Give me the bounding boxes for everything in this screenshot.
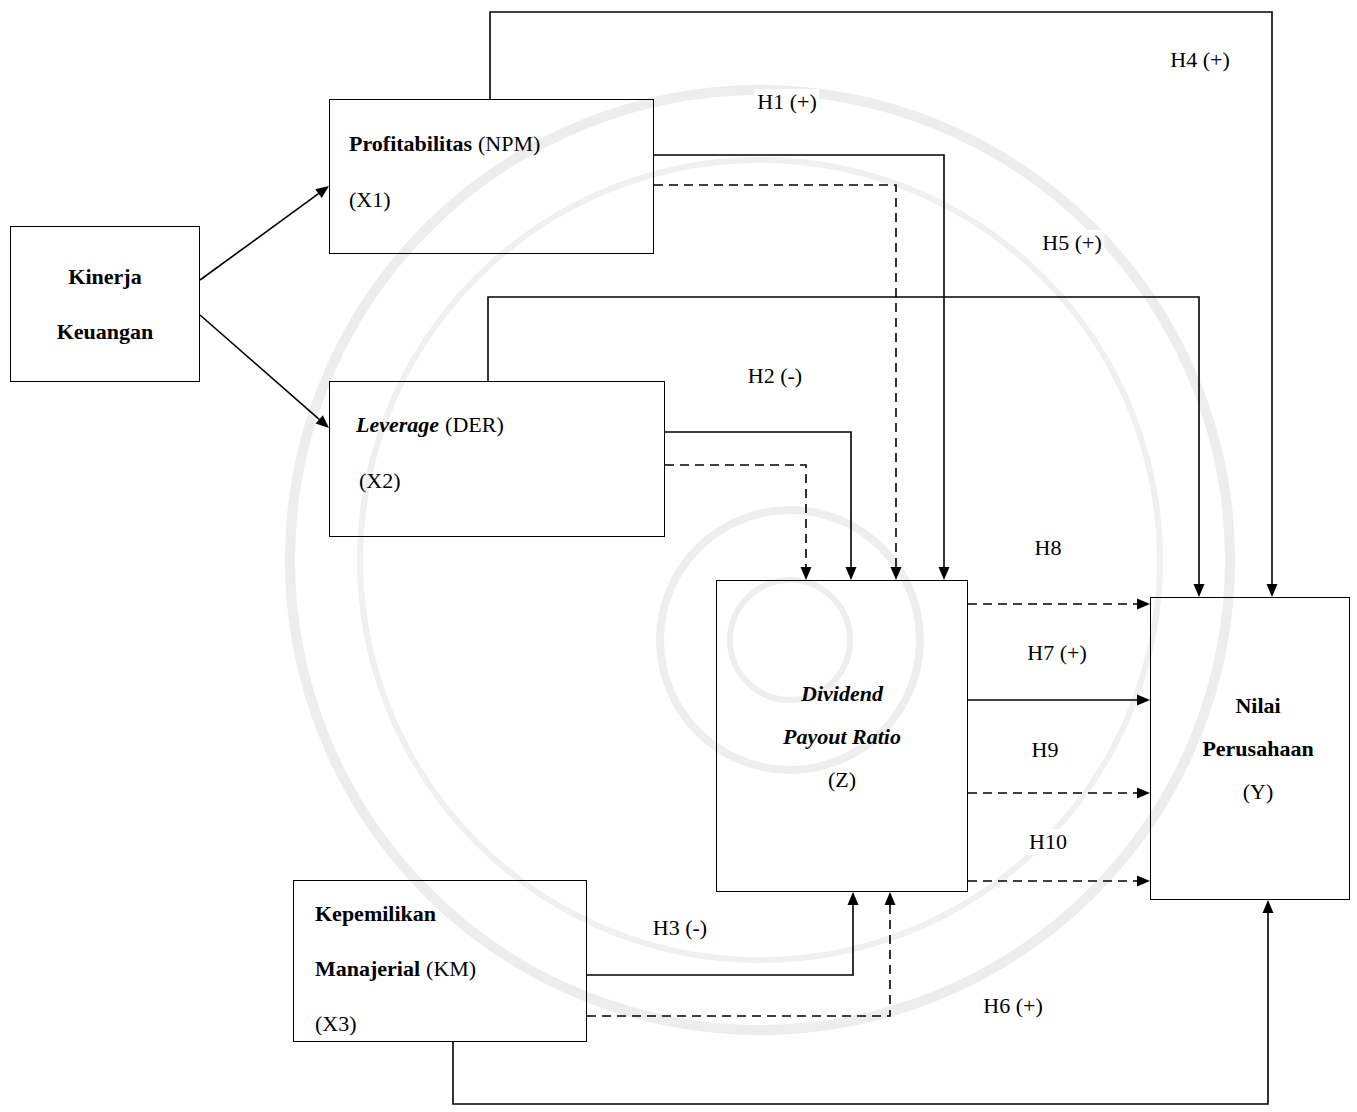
variable-box: Leverage(DER) (X2) (329, 381, 665, 537)
variable-box: Profitabilitas(NPM) (X1) (329, 99, 654, 254)
connector-line (587, 905, 853, 975)
mediator-box: Dividend Payout Ratio (Z) (716, 580, 968, 892)
arrow-connector (665, 432, 857, 580)
text-row: (Z) (828, 758, 856, 801)
box-content: Nilai Perusahaan (Y) (1151, 598, 1349, 899)
box-text: Nilai Perusahaan (1202, 693, 1313, 761)
connector-line (665, 465, 806, 567)
arrowhead (1263, 900, 1274, 913)
connector-line (968, 880, 1137, 882)
box-text: (DER) (445, 412, 504, 437)
box-text: (X2) (359, 468, 401, 493)
box-content: Profitabilitas(NPM) (X1) (330, 100, 653, 253)
text-row: (Y) (1243, 770, 1274, 813)
arrowhead (891, 567, 902, 580)
connector-line (654, 155, 944, 567)
text-row: Profitabilitas(NPM) (349, 116, 643, 172)
arrow-connector (453, 900, 1274, 1104)
box-content: Leverage(DER) (X2) (330, 382, 664, 536)
arrowhead (801, 567, 812, 580)
watermark-ring (360, 160, 1160, 960)
hypothesis-label: H10 (1026, 829, 1070, 855)
arrowhead (316, 415, 329, 428)
connector-line (665, 432, 851, 567)
hypothesis-label: H1 (+) (754, 89, 819, 115)
box-text: (Z) (828, 767, 856, 792)
hypothesis-label: H9 (1029, 737, 1062, 763)
hypothesis-label: H4 (+) (1167, 47, 1232, 73)
arrowhead (1194, 584, 1205, 597)
text-row: (X3) (315, 996, 576, 1051)
arrowhead (885, 892, 896, 905)
connector-line (200, 194, 318, 280)
hypothesis-label: H5 (+) (1039, 230, 1104, 256)
arrow-connector (200, 315, 329, 428)
arrow-connector (587, 892, 896, 1016)
connector-line (453, 913, 1268, 1104)
connector-line (654, 185, 896, 567)
box-text: (KM) (426, 956, 476, 981)
box-content: Dividend Payout Ratio (Z) (717, 581, 967, 891)
hypothesis-label: H8 (1032, 535, 1065, 561)
watermark-ring (290, 90, 1230, 1030)
connector-line (200, 315, 319, 419)
connector-line (968, 603, 1137, 605)
box-text: (Y) (1243, 779, 1274, 804)
connector-line (490, 12, 1272, 584)
arrowhead (848, 892, 859, 905)
hypothesis-label: H7 (+) (1024, 640, 1089, 666)
box-text: Profitabilitas (349, 131, 472, 156)
arrow-connector (587, 892, 859, 975)
outcome-box: Nilai Perusahaan (Y) (1150, 597, 1350, 900)
connector-line (968, 792, 1137, 794)
box-content: Kepemilikan Manajerial(KM) (X3) (294, 881, 586, 1041)
arrow-connector (654, 185, 902, 580)
arrowhead (846, 567, 857, 580)
box-text: (NPM) (478, 131, 540, 156)
connector-line (488, 297, 1199, 584)
text-row: Dividend Payout Ratio (772, 672, 912, 758)
arrow-connector (654, 155, 950, 580)
arrow-connector (968, 695, 1150, 706)
arrowhead (1267, 584, 1278, 597)
connector-line (587, 905, 890, 1016)
box-text: Kinerja Keuangan (57, 264, 154, 344)
box-text: (X3) (315, 1011, 357, 1036)
hypothesis-label: H3 (-) (650, 915, 710, 941)
arrow-connector (665, 465, 812, 580)
arrow-connector (200, 186, 329, 280)
arrowhead (1137, 599, 1150, 610)
watermark-sun (660, 510, 920, 770)
box-content: Kinerja Keuangan (11, 227, 199, 381)
box-text: (X1) (349, 187, 391, 212)
hypothesis-label: H2 (-) (745, 363, 805, 389)
arrowhead (315, 186, 329, 198)
variable-box: Kepemilikan Manajerial(KM) (X3) (293, 880, 587, 1042)
text-row: (X1) (349, 172, 643, 228)
text-row: Kepemilikan Manajerial(KM) (315, 886, 515, 996)
arrowhead (1137, 876, 1150, 887)
connector-line (968, 699, 1137, 701)
arrowhead (1137, 788, 1150, 799)
arrowhead (939, 567, 950, 580)
arrow-connector (488, 297, 1205, 597)
text-row: Leverage(DER) (356, 397, 654, 453)
text-row: Kinerja Keuangan (40, 249, 170, 359)
box-text: Leverage (356, 412, 439, 437)
box-text: Dividend Payout Ratio (783, 681, 901, 749)
arrow-connector (968, 788, 1150, 799)
arrowhead (1137, 695, 1150, 706)
concept-box: Kinerja Keuangan (10, 226, 200, 382)
box-text: Kepemilikan Manajerial (315, 901, 436, 981)
arrow-connector (968, 599, 1150, 610)
text-row: Nilai Perusahaan (1188, 684, 1328, 770)
hypothesis-label: H6 (+) (980, 993, 1045, 1019)
arrow-connector (968, 876, 1150, 887)
text-row: (X2) (356, 453, 654, 509)
